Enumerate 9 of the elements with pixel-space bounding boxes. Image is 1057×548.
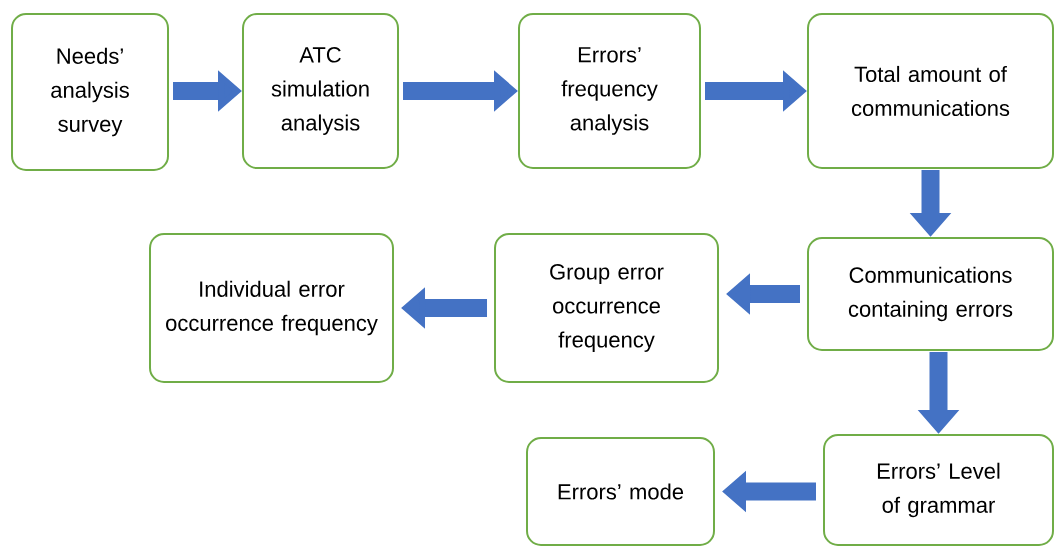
process-box: Group error occurrence frequency [494, 233, 719, 383]
process-box: Errors’ Level of grammar [823, 434, 1054, 546]
process-box: Individual error occurrence frequency [149, 233, 394, 383]
process-box: Errors’ mode [526, 437, 715, 546]
process-box: Errors’ frequency analysis [518, 13, 701, 169]
process-box: ATC simulation analysis [242, 13, 399, 169]
process-box: Communications containing errors [807, 237, 1054, 351]
process-box: Needs’ analysis survey [11, 13, 169, 171]
process-box: Total amount of communications [807, 13, 1054, 169]
